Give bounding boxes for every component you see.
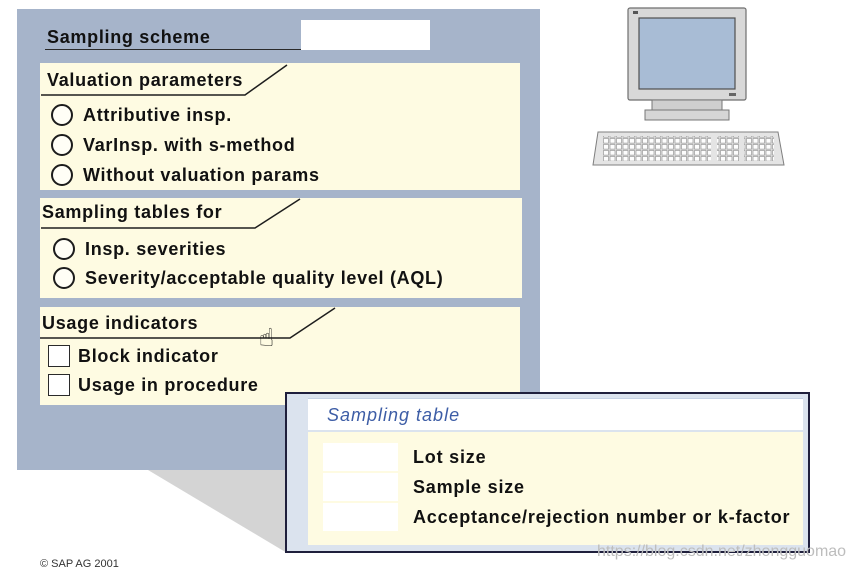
sampling-table-title: Sampling table bbox=[327, 404, 461, 425]
radio-option-without-valuation[interactable]: Without valuation params bbox=[51, 162, 320, 188]
lot-size-row: Lot size bbox=[323, 443, 486, 471]
usage-indicators-group: Usage indicators Block indicator Usage i… bbox=[40, 307, 520, 405]
valuation-parameters-group: Valuation parameters Attributive insp. V… bbox=[40, 63, 520, 190]
radio-label: Insp. severities bbox=[85, 239, 227, 259]
usage-indicators-title: Usage indicators bbox=[42, 313, 199, 333]
sampling-table-popup: Sampling table Lot size Sample size Acce… bbox=[285, 392, 810, 553]
checkbox-label: Block indicator bbox=[78, 346, 219, 366]
sampling-scheme-panel: Sampling scheme Valuation parameters Att… bbox=[17, 9, 540, 470]
radio-button[interactable] bbox=[51, 164, 73, 186]
sampling-scheme-underline bbox=[45, 49, 301, 50]
lot-size-label: Lot size bbox=[413, 447, 487, 467]
sample-size-input[interactable] bbox=[323, 473, 398, 501]
radio-label: Attributive insp. bbox=[83, 105, 232, 125]
valuation-parameters-title: Valuation parameters bbox=[47, 70, 244, 90]
checkbox-label: Usage in procedure bbox=[78, 375, 259, 395]
radio-option-aql[interactable]: Severity/acceptable quality level (AQL) bbox=[53, 265, 443, 291]
sampling-scheme-label: Sampling scheme bbox=[47, 27, 211, 47]
radio-button[interactable] bbox=[53, 238, 75, 260]
checkbox-option-usage-in-procedure[interactable]: Usage in procedure bbox=[48, 372, 259, 398]
watermark-url: https://blog.csdn.net/zhongguomao bbox=[597, 543, 847, 560]
sample-size-label: Sample size bbox=[413, 477, 525, 497]
copyright-notice: © SAP AG 2001 bbox=[40, 558, 119, 570]
checkbox[interactable] bbox=[48, 345, 70, 367]
radio-label: Without valuation params bbox=[83, 165, 320, 185]
checkbox[interactable] bbox=[48, 374, 70, 396]
valuation-parameters-title-line bbox=[41, 64, 288, 96]
sampling-tables-group: Sampling tables for Insp. severities Sev… bbox=[40, 198, 522, 298]
usage-indicators-title-line bbox=[40, 307, 336, 339]
computer-icon bbox=[592, 7, 785, 166]
radio-button[interactable] bbox=[53, 267, 75, 289]
hand-pointer-icon bbox=[259, 324, 285, 352]
radio-option-insp-severities[interactable]: Insp. severities bbox=[53, 236, 226, 262]
acceptance-number-row: Acceptance/rejection number or k-factor bbox=[323, 503, 790, 531]
radio-option-varinsp[interactable]: VarInsp. with s-method bbox=[51, 132, 295, 158]
radio-button[interactable] bbox=[51, 134, 73, 156]
lot-size-input[interactable] bbox=[323, 443, 398, 471]
callout-connector bbox=[148, 470, 287, 553]
radio-label: VarInsp. with s-method bbox=[83, 135, 296, 155]
sampling-tables-title: Sampling tables for bbox=[42, 202, 223, 222]
acceptance-number-input[interactable] bbox=[323, 503, 398, 531]
sampling-table-header: Sampling table bbox=[308, 398, 803, 430]
sampling-scheme-input[interactable] bbox=[301, 20, 430, 50]
checkbox-option-block-indicator[interactable]: Block indicator bbox=[48, 343, 219, 369]
sampling-table-body: Lot size Sample size Acceptance/rejectio… bbox=[308, 432, 803, 545]
radio-label: Severity/acceptable quality level (AQL) bbox=[85, 268, 444, 288]
sampling-tables-title-line bbox=[41, 198, 301, 229]
radio-button[interactable] bbox=[51, 104, 73, 126]
radio-option-attributive[interactable]: Attributive insp. bbox=[51, 102, 232, 128]
acceptance-number-label: Acceptance/rejection number or k-factor bbox=[413, 507, 791, 527]
sample-size-row: Sample size bbox=[323, 473, 525, 501]
